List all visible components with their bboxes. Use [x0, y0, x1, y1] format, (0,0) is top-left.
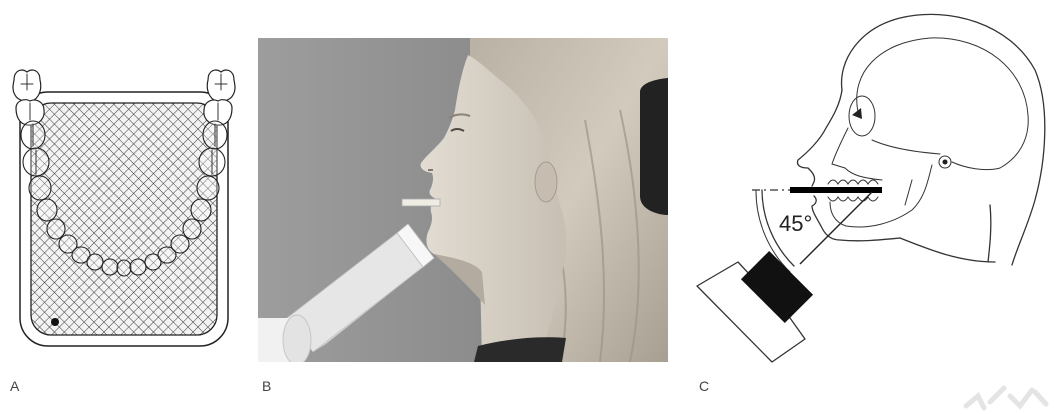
eye-icon — [852, 108, 862, 119]
tooth — [47, 219, 65, 239]
lower-teeth — [828, 197, 878, 201]
tooth — [117, 260, 131, 276]
cranium-outline — [857, 38, 1029, 170]
panel-c: 45° C — [697, 14, 1045, 394]
panel-label-a: A — [10, 378, 20, 394]
skull — [828, 38, 1028, 227]
tooth — [171, 235, 189, 253]
panel-b: B — [258, 38, 668, 394]
neck-outline — [900, 205, 995, 262]
bite-tab — [402, 199, 440, 206]
tooth — [102, 259, 118, 275]
upper-teeth — [828, 180, 878, 184]
tooth — [29, 176, 51, 200]
film-orientation-dot — [51, 318, 59, 326]
panel-label-c: C — [699, 378, 709, 394]
panel-label-b: B — [262, 378, 271, 394]
tooth — [87, 254, 103, 270]
xray-tube-head — [697, 251, 813, 362]
watermark-logo — [966, 388, 1046, 408]
tooth — [191, 199, 211, 221]
tooth — [37, 199, 57, 221]
zygomatic-arch — [872, 140, 940, 154]
maxilla — [845, 168, 882, 180]
ear-rod-headrest — [640, 78, 668, 215]
panel-a: A — [10, 70, 235, 394]
ear-canal-center — [943, 160, 948, 165]
tooth — [183, 219, 201, 239]
tube-cylinder-rim — [283, 315, 311, 365]
tooth — [130, 259, 146, 275]
ear — [535, 162, 557, 202]
orbit — [849, 96, 875, 136]
tooth — [197, 176, 219, 200]
angle-label: 45° — [779, 211, 812, 236]
patient-photo — [258, 38, 668, 365]
nasal-bone — [832, 128, 848, 168]
